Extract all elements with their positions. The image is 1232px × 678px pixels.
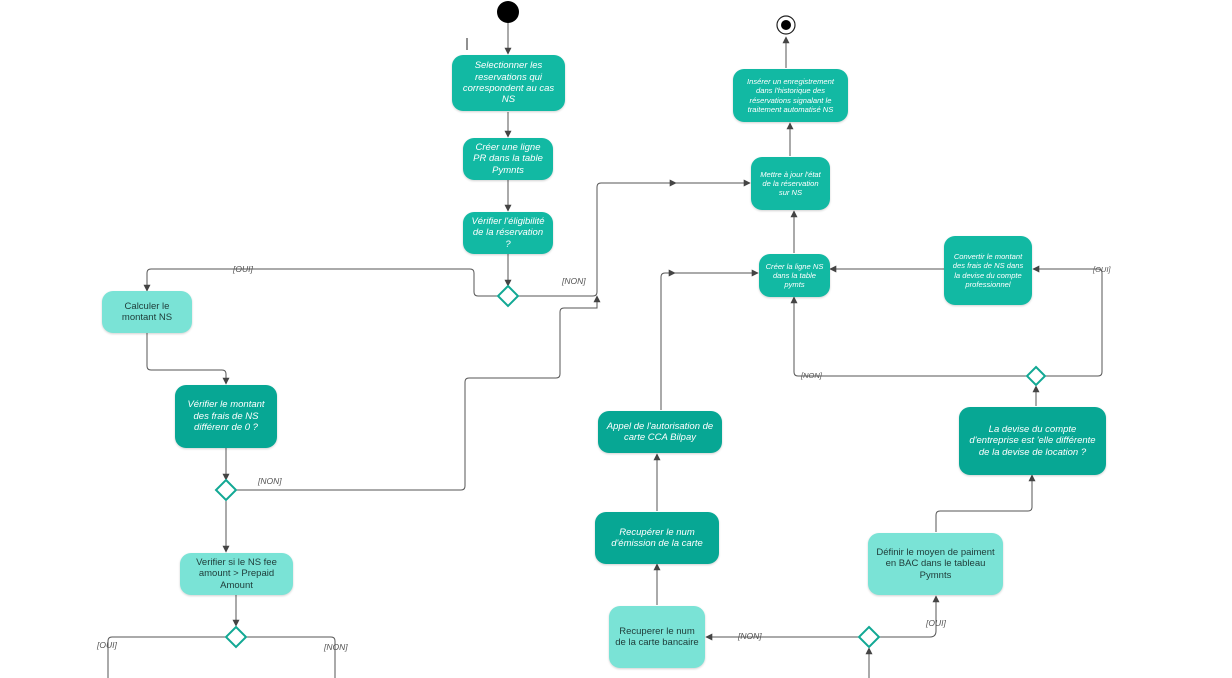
guard-currency-oui: [OUI] — [1093, 265, 1111, 274]
node-convert-ns-amount[interactable]: Convertir le montant des frais de NS dan… — [944, 236, 1032, 305]
connector-payment-to-currency — [935, 474, 1036, 532]
guard-card-oui: [OUI] — [926, 618, 946, 628]
guard-currency-non: [NON] — [801, 371, 822, 380]
node-define-payment-method[interactable]: Définir le moyen de paiment en BAC dans … — [868, 533, 1003, 595]
guard-fee-non: [NON] — [324, 642, 348, 652]
decision-fee-vs-prepaid — [224, 625, 248, 649]
connector-currency-non — [790, 296, 1026, 377]
node-get-card-emission[interactable]: Recupérer le num d'émission de la carte — [595, 512, 719, 564]
connector-card-oui — [879, 595, 940, 638]
connector-currency-oui — [1032, 265, 1103, 377]
node-insert-history[interactable]: Insérer un enregistrement dans l'histori… — [733, 69, 848, 122]
connector-cca-up — [660, 269, 676, 410]
node-calc-ns-amount[interactable]: Calculer le montant NS — [102, 291, 192, 333]
connector-calc-to-verify-amount — [146, 333, 230, 385]
node-get-card-number[interactable]: Recuperer le num de la carte bancaire — [609, 606, 705, 668]
node-create-ns-line[interactable]: Créer la ligne NS dans la table pymts — [759, 254, 830, 297]
node-verify-ns-amount[interactable]: Vérifier le montant des frais de NS diff… — [175, 385, 277, 448]
node-update-reservation-state[interactable]: Mettre à jour l'état de la réservation s… — [751, 157, 830, 210]
guard-eligibility-non: [NON] — [562, 276, 586, 286]
node-verify-eligibility[interactable]: Vérifier l'éligibilité de la réservation… — [463, 212, 553, 254]
decision-ns-amount — [214, 478, 238, 502]
decision-eligibility — [496, 284, 520, 308]
connector-fee-oui — [107, 636, 226, 678]
end-node-core — [781, 20, 791, 30]
node-select-reservations[interactable]: Selectionner les reservations qui corres… — [452, 55, 565, 111]
node-currency-question[interactable]: La devise du compte d'entreprise est 'el… — [959, 407, 1106, 475]
decision-card — [857, 625, 881, 649]
decision-currency — [1025, 365, 1047, 387]
guard-amount-non: [NON] — [258, 476, 282, 486]
node-call-cca-authorization[interactable]: Appel de l'autorisation de carte CCA Bil… — [598, 411, 722, 453]
connector-eligibility-oui — [143, 268, 498, 297]
connector-fee-non — [246, 636, 336, 678]
node-verify-ns-fee[interactable]: Verifier si le NS fee amount > Prepaid A… — [180, 553, 293, 595]
connector-amount-non — [236, 295, 601, 491]
start-node — [497, 1, 519, 23]
guard-card-non: [NON] — [738, 631, 762, 641]
node-create-pr-line[interactable]: Créer une ligne PR dans la table Pymnts — [463, 138, 553, 180]
guard-fee-oui: [OUI] — [97, 640, 117, 650]
guard-eligibility-oui: [OUI] — [233, 264, 253, 274]
